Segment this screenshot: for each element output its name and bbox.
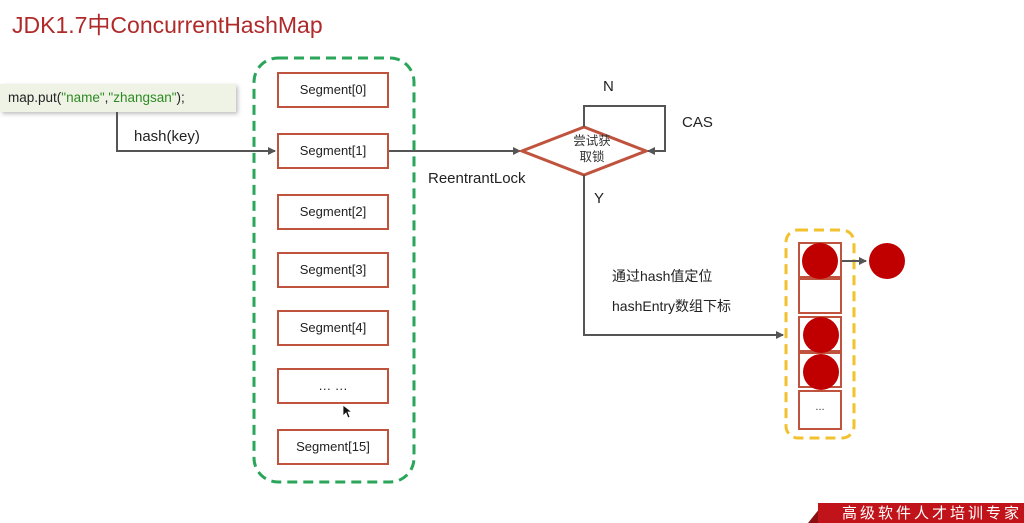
hash-entry-node-2	[803, 317, 839, 353]
reentrant-lock-label: ReentrantLock	[428, 170, 526, 187]
segment-ellipsis: … …	[277, 368, 389, 404]
hash-entry-group-border	[784, 228, 856, 440]
try-lock-line1: 尝试获	[573, 134, 611, 148]
yes-label: Y	[594, 190, 605, 207]
try-lock-diamond	[517, 125, 651, 177]
code-suffix: );	[176, 90, 185, 105]
no-label: N	[603, 78, 614, 95]
segment-2: Segment[2]	[277, 194, 389, 230]
linked-next-node	[869, 243, 905, 279]
mouse-cursor-icon	[342, 404, 354, 419]
segment-3: Segment[3]	[277, 252, 389, 288]
yes-arrow	[583, 175, 784, 339]
hash-entry-node-3	[803, 354, 839, 390]
segment-1: Segment[1]	[277, 133, 389, 169]
code-key-string: "name"	[61, 90, 105, 105]
segment-0: Segment[0]	[277, 72, 389, 108]
code-snippet: map.put("name","zhangsan");	[0, 84, 236, 112]
code-prefix: map.put(	[8, 90, 62, 105]
segment-4: Segment[4]	[277, 310, 389, 346]
locate-label-line1: 通过hash值定位	[612, 268, 713, 284]
segment-15: Segment[15]	[277, 429, 389, 465]
locate-label-line2: hashEntry数组下标	[612, 298, 732, 314]
hash-key-label: hash(key)	[134, 128, 200, 145]
code-comma: ,	[104, 90, 109, 105]
code-value-string: "zhangsan"	[108, 90, 177, 105]
cas-label: CAS	[682, 114, 713, 131]
brand-banner: 高级软件人才培训专家	[818, 503, 1024, 523]
hash-entry-cell-ellipsis: ...	[798, 390, 842, 430]
try-lock-line2: 取锁	[579, 150, 605, 164]
segment-group-border	[252, 56, 416, 484]
hash-key-arrow	[116, 112, 276, 155]
cas-loop-arrow	[583, 105, 666, 155]
hash-entry-cell-1	[798, 278, 842, 314]
hash-entry-node-0	[802, 243, 838, 279]
page-title: JDK1.7中ConcurrentHashMap	[12, 12, 323, 38]
try-lock-text: 尝试获 取锁	[560, 133, 624, 165]
